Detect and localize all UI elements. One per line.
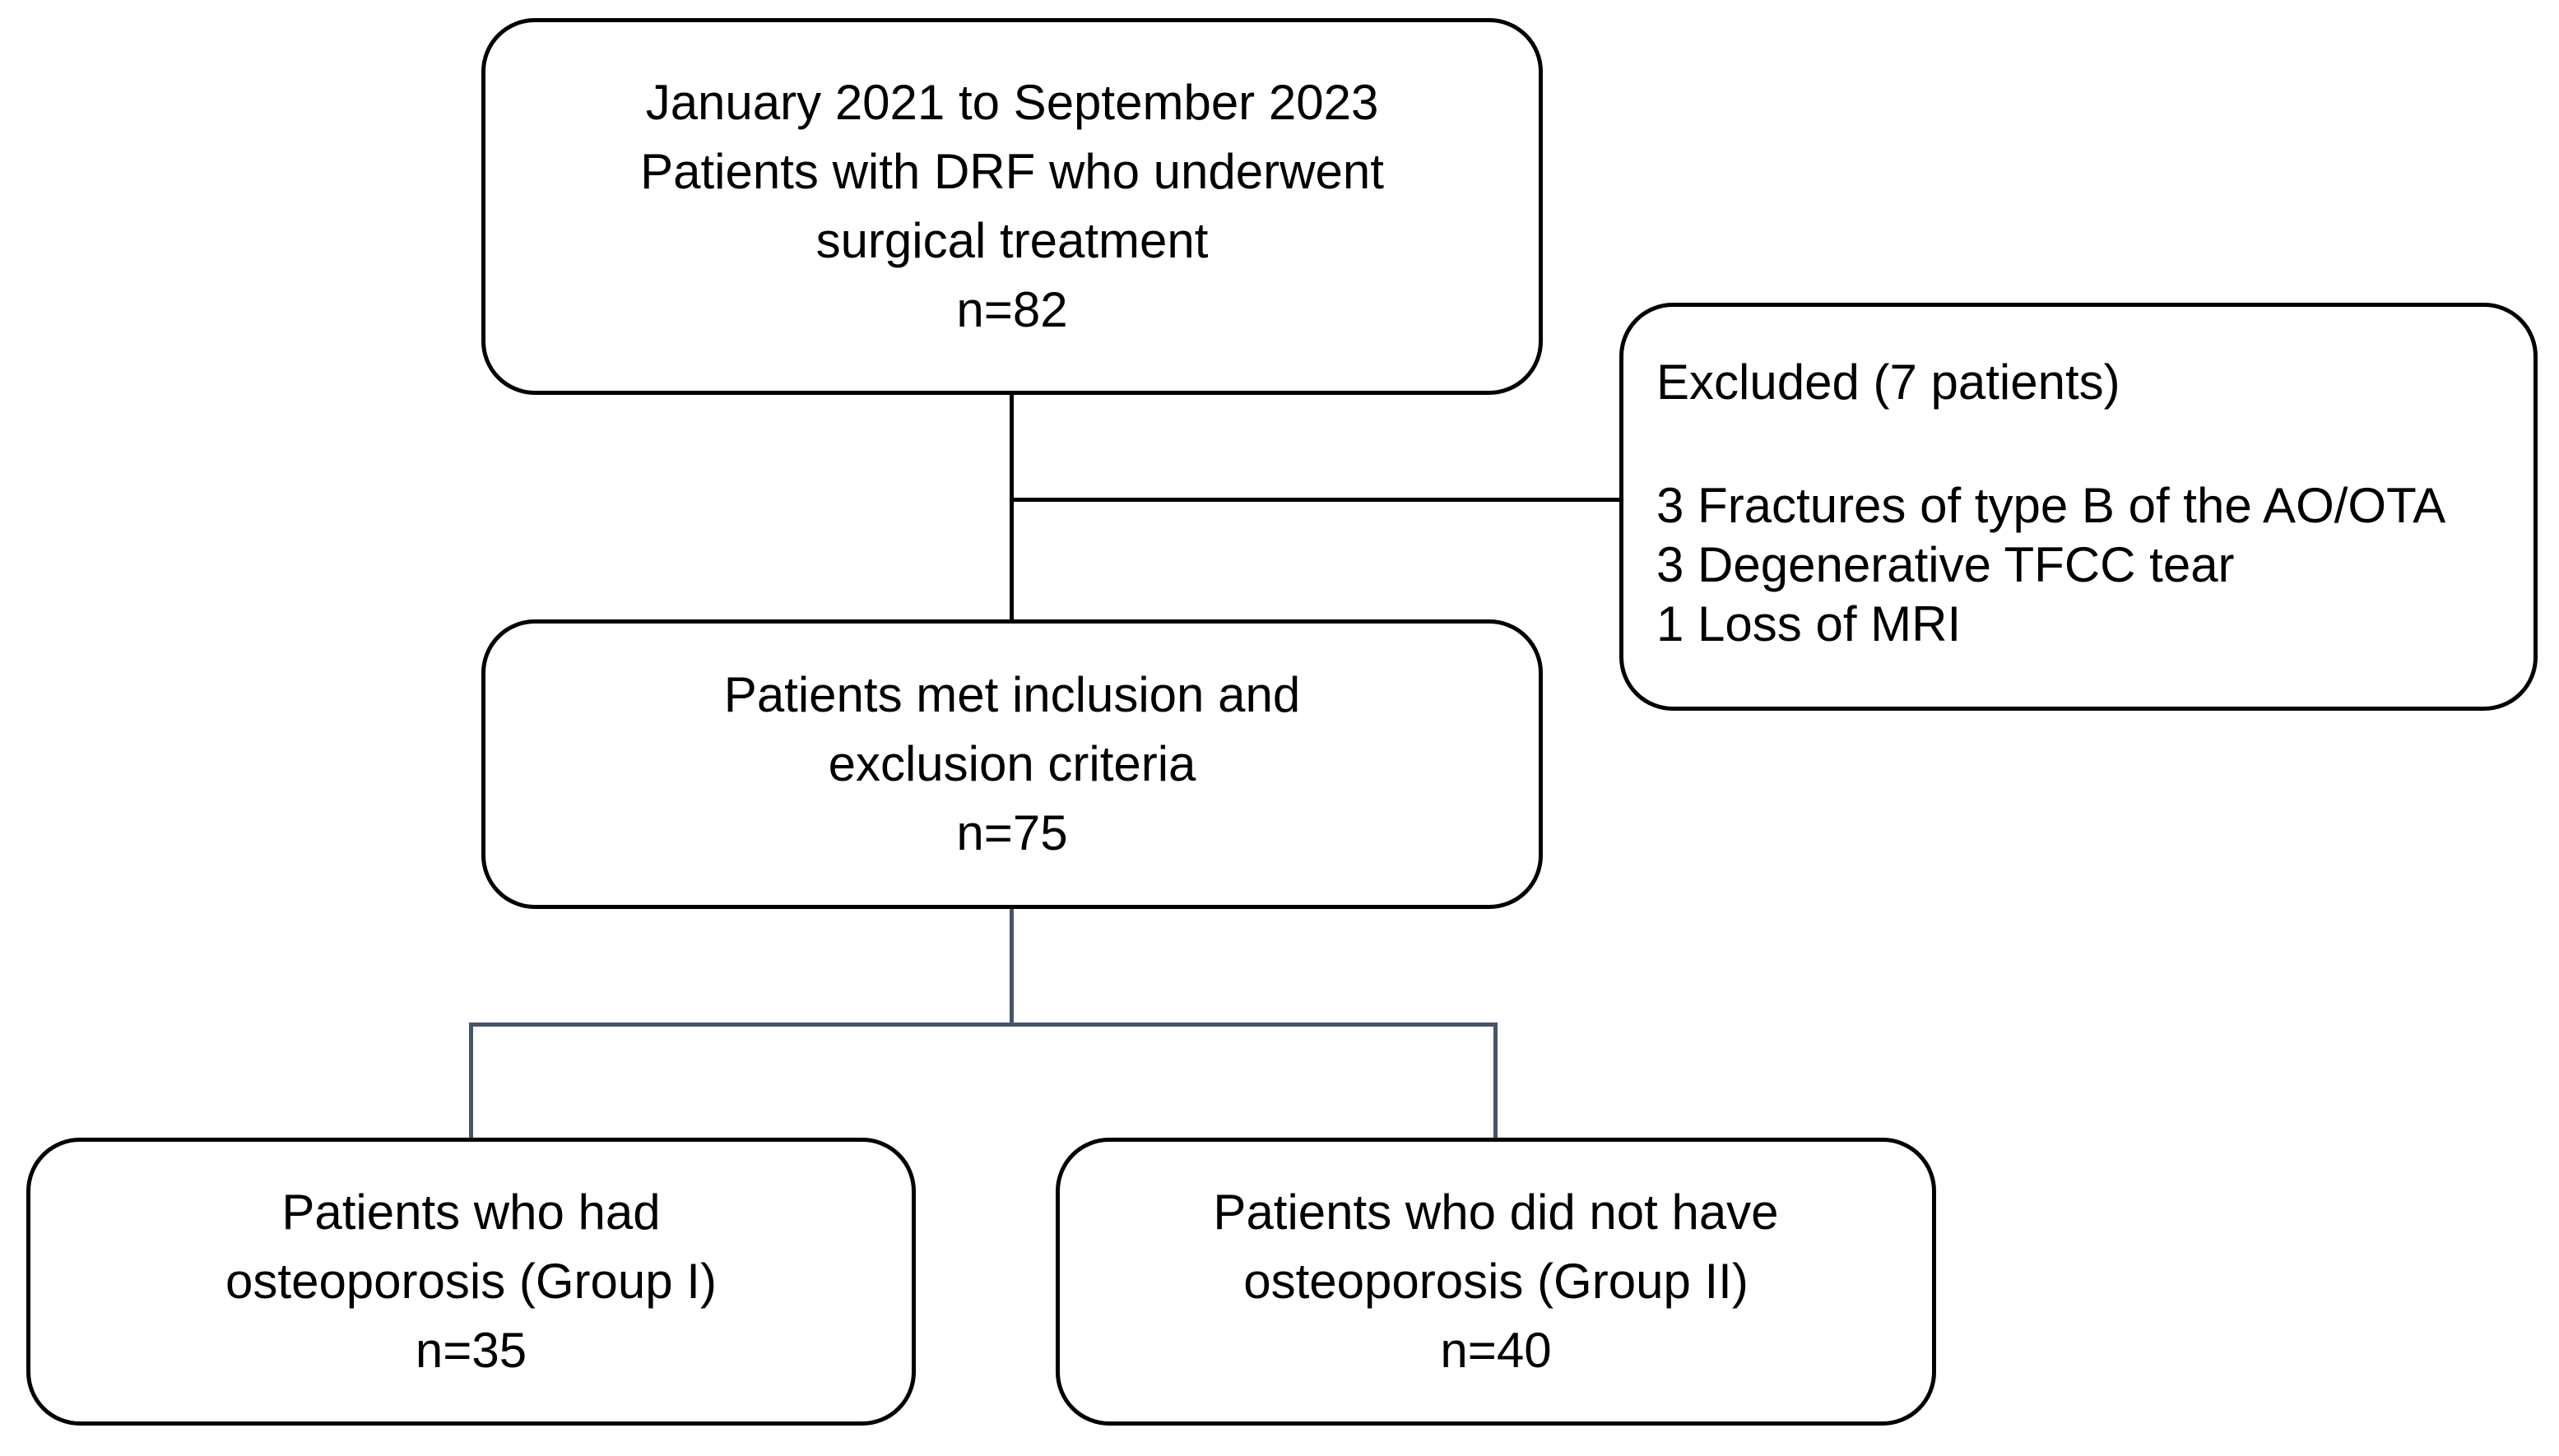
connector-enrollment-to-eligible xyxy=(1010,395,1014,621)
eligible-count: n=75 xyxy=(956,805,1068,860)
excluded-reason-item: 1 Loss of MRI xyxy=(1656,596,1962,651)
group-ii-description-line2: osteoporosis (Group II) xyxy=(1243,1254,1749,1309)
enrollment-treatment-line: surgical treatment xyxy=(815,213,1209,268)
connector-group-i-drop xyxy=(469,1022,473,1139)
excluded-reason-item: 3 Degenerative TFCC tear xyxy=(1656,537,2235,592)
connector-group-ii-drop xyxy=(1493,1022,1498,1139)
connector-eligible-stem xyxy=(1010,907,1014,1027)
group-ii-box: Patients who did not have osteoporosis (… xyxy=(1056,1138,1936,1426)
eligible-box: Patients met inclusion and exclusion cri… xyxy=(481,619,1543,909)
eligible-criteria-line2: exclusion criteria xyxy=(828,736,1196,791)
group-ii-description-line: Patients who did not have xyxy=(1213,1185,1779,1240)
excluded-reasons-list: 3 Fractures of type B of the AO/OTA 3 De… xyxy=(1656,476,2445,654)
connector-excluded-branch xyxy=(1012,498,1621,502)
enrollment-count: n=82 xyxy=(956,282,1068,337)
enrollment-period-line: January 2021 to September 2023 xyxy=(645,75,1379,130)
group-i-count: n=35 xyxy=(415,1323,527,1378)
group-i-box: Patients who had osteoporosis (Group I) … xyxy=(26,1138,916,1426)
connector-branch-horizontal xyxy=(469,1022,1498,1027)
group-ii-count: n=40 xyxy=(1440,1323,1552,1378)
excluded-reason-item: 3 Fractures of type B of the AO/OTA xyxy=(1656,478,2446,533)
excluded-title: Excluded (7 patients) xyxy=(1656,355,2120,410)
eligible-criteria-line: Patients met inclusion and xyxy=(723,667,1301,722)
enrollment-population-line: Patients with DRF who underwent xyxy=(640,144,1384,199)
enrollment-box: January 2021 to September 2023 Patients … xyxy=(481,18,1543,395)
excluded-box: Excluded (7 patients) 3 Fractures of typ… xyxy=(1619,303,2538,711)
group-i-description-line2: osteoporosis (Group I) xyxy=(225,1254,717,1309)
group-i-description-line: Patients who had xyxy=(281,1185,661,1240)
